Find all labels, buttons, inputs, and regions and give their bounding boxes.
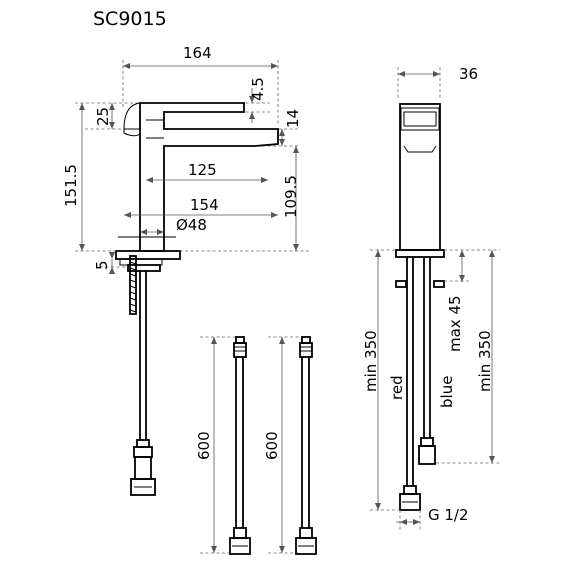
supply-hose-front (130, 271, 156, 496)
dim-25: 25 (94, 107, 112, 126)
dim-151-5: 151.5 (62, 164, 80, 207)
dim-154: 154 (190, 196, 219, 214)
dim-min-350-left: min 350 (362, 330, 380, 392)
threaded-stud (129, 255, 137, 315)
tap-body-front (115, 102, 279, 272)
dim-14: 14 (284, 109, 302, 128)
tap-body-side (395, 103, 445, 258)
dim-thread-g-1-2: G 1/2 (428, 506, 469, 524)
dim-125: 125 (188, 161, 217, 179)
dim-min-350-right: min 350 (476, 330, 494, 392)
dim-5: 5 (93, 260, 111, 270)
front-view: 164 4.5 25 14 151.5 125 109.5 (62, 44, 310, 496)
dim-109-5: 109.5 (282, 175, 300, 218)
dim-600-right: 600 (263, 431, 281, 460)
hose-label-red: red (388, 375, 406, 400)
model-title: SC9015 (93, 8, 167, 30)
side-view: 36 min 350 red (362, 65, 500, 530)
supply-hoses-side (395, 257, 445, 511)
hose-label-blue: blue (438, 376, 456, 408)
dim-max-45: max 45 (446, 295, 464, 352)
dim-36: 36 (459, 65, 478, 83)
dim-4-5: 4.5 (249, 77, 267, 101)
loose-hose-left: 600 (195, 336, 251, 555)
dim-600-left: 600 (195, 431, 213, 460)
loose-hose-right: 600 (263, 336, 317, 555)
dim-diameter-48: Ø48 (176, 216, 207, 234)
dim-164: 164 (183, 44, 212, 62)
